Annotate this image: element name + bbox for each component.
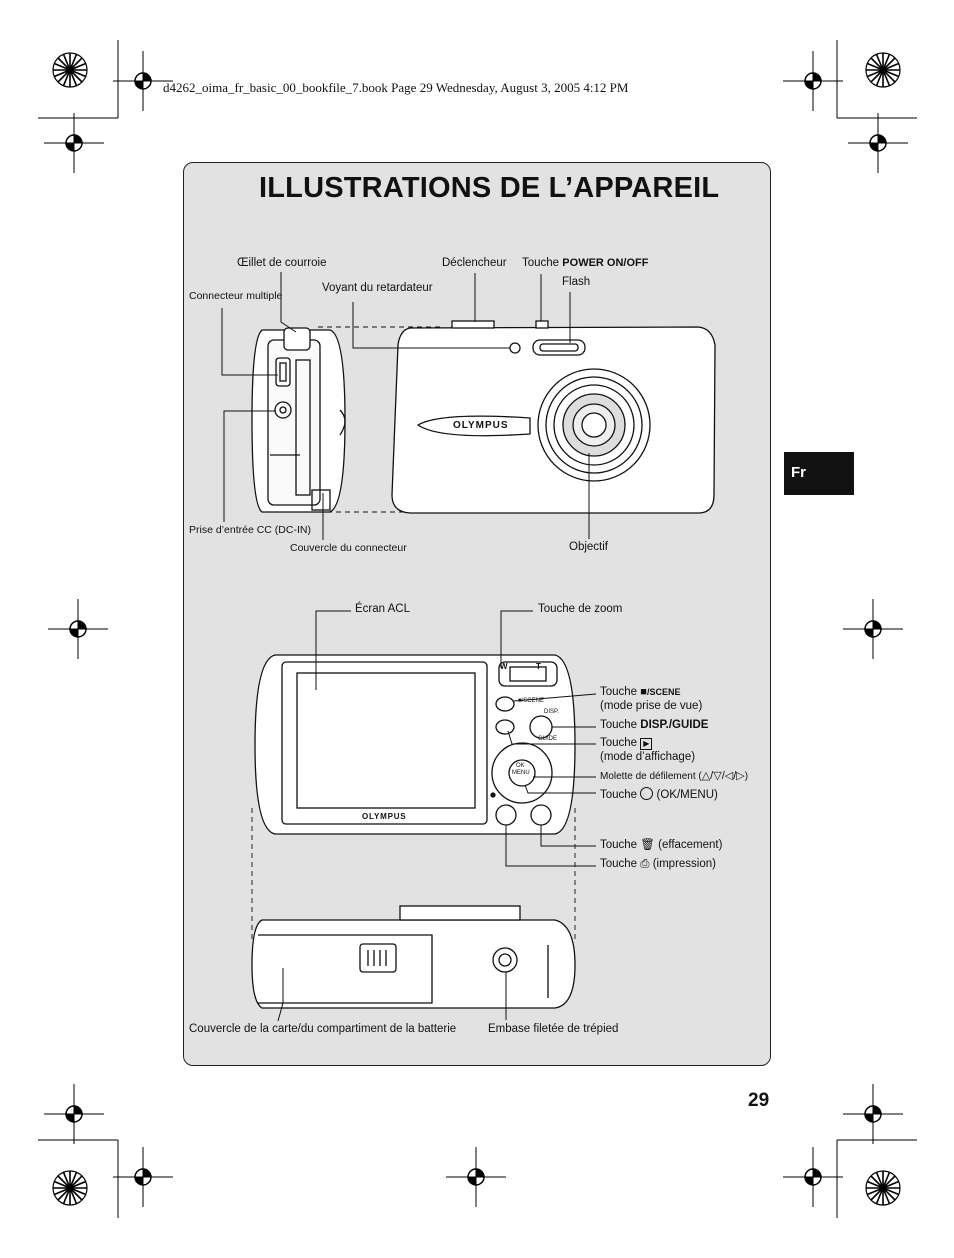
label-couvercle-connecteur: Couvercle du connecteur xyxy=(290,542,407,554)
print-header-line: d4262_oima_fr_basic_00_bookfile_7.book P… xyxy=(163,80,629,95)
label-connecteur-multiple: Connecteur multiple xyxy=(189,290,283,302)
label-couvercle-carte: Couvercle de la carte/du compartiment de… xyxy=(189,1023,457,1035)
camera-side-view xyxy=(251,327,346,513)
label-voyant: Voyant du retardateur xyxy=(322,282,433,294)
page-title: ILLUSTRATIONS DE L’APPAREIL xyxy=(259,172,720,204)
brand-logo-back: OLYMPUS xyxy=(362,812,407,821)
camera-bottom-view xyxy=(251,905,576,1009)
print-icon: ⎙ xyxy=(640,858,650,870)
camera-icon: ■ xyxy=(640,686,647,698)
label-ecran: Écran ACL xyxy=(355,603,410,615)
brand-logo-front: OLYMPUS xyxy=(453,420,509,431)
playback-icon: ▶ xyxy=(640,738,653,750)
camera-back-view xyxy=(254,654,576,835)
label-declencheur: Déclencheur xyxy=(442,257,507,269)
scene-mark: ■/SCENE xyxy=(518,698,544,704)
label-prise-cc: Prise d’entrée CC (DC-IN) xyxy=(189,524,311,536)
label-play-desc: (mode d’affichage) xyxy=(600,751,696,763)
camera-icon: ■ xyxy=(518,698,522,704)
label-erase: Touche 🗑 (effacement) xyxy=(600,839,723,851)
label-zoom: Touche de zoom xyxy=(538,603,623,615)
label-disp: Touche DISP./GUIDE xyxy=(600,719,709,731)
label-ok-menu: Touche (OK/MENU) xyxy=(600,787,718,801)
menu-mark: MENU xyxy=(512,770,530,776)
label-play: Touche ▶ xyxy=(600,737,653,750)
label-oeillet: Œillet de courroie xyxy=(237,257,327,269)
label-power: Touche POWER ON/OFF xyxy=(522,257,649,269)
label-shoot-desc: (mode prise de vue) xyxy=(600,700,703,712)
language-tab: Fr xyxy=(784,452,854,495)
disp-mark: DISP. xyxy=(544,709,559,715)
arrow-keys-icon: △/▽/◁/▷ xyxy=(701,770,745,782)
zoom-w-mark: W xyxy=(500,662,508,671)
page-number: 29 xyxy=(748,1090,770,1111)
label-shoot-mode: Touche ■/SCENE xyxy=(600,686,681,698)
label-objectif: Objectif xyxy=(569,541,608,553)
label-embase: Embase filetée de trépied xyxy=(488,1023,619,1035)
label-flash: Flash xyxy=(562,276,591,288)
trash-icon: 🗑 xyxy=(640,839,655,851)
zoom-t-mark: T xyxy=(536,662,541,671)
camera-front-view xyxy=(391,320,716,514)
label-print: Touche ⎙ (impression) xyxy=(600,858,716,870)
label-molette: Molette de défilement (△/▽/◁/▷) xyxy=(600,770,749,782)
ok-menu-icon xyxy=(640,787,654,800)
guide-mark: GUIDE xyxy=(538,736,558,742)
ok-mark: OK xyxy=(516,763,525,769)
